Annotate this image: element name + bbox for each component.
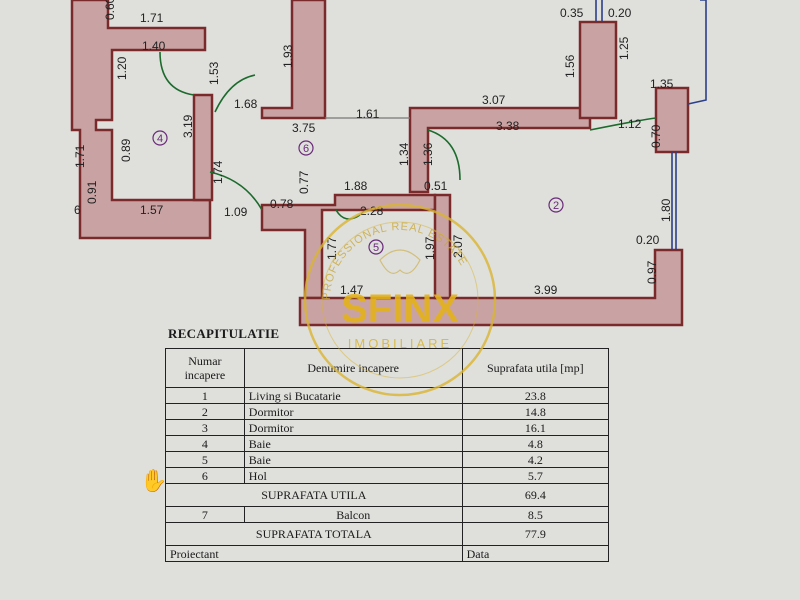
table-row: 6 Hol 5.7 xyxy=(165,467,610,484)
window-right xyxy=(687,0,707,105)
svg-text:2: 2 xyxy=(553,200,559,212)
window-top xyxy=(595,0,603,22)
recap-title: RECAPITULATIE xyxy=(168,326,280,341)
dimension-label: 1.88 xyxy=(344,179,368,193)
data-label: Data xyxy=(461,545,610,562)
dimension-label: 0.60 xyxy=(103,0,117,20)
table-row: 4 Baie 4.8 xyxy=(165,435,610,452)
svg-text:4: 4 xyxy=(157,133,163,145)
dimension-label: 3.38 xyxy=(496,119,520,133)
svg-text:5: 5 xyxy=(373,242,379,254)
svg-text:6: 6 xyxy=(303,143,309,155)
wall-bath4-right xyxy=(192,93,214,202)
dimension-label: 1.40 xyxy=(142,39,166,53)
dimension-label: 1.93 xyxy=(281,44,295,68)
dimension-label: 0.89 xyxy=(119,138,133,162)
dimension-label: 0.20 xyxy=(636,233,660,247)
dimension-label: 3.75 xyxy=(292,121,316,135)
dimension-label: 0.78 xyxy=(270,197,294,211)
suprafata-totala-label: SUPRAFATA TOTALA xyxy=(165,522,463,546)
dimension-label: 0.35 xyxy=(560,6,584,20)
header-area: Suprafata utila [mp] xyxy=(461,348,610,388)
dimension-label: 1.74 xyxy=(211,160,225,184)
suprafata-totala-value: 77.9 xyxy=(461,522,610,546)
dimension-label: 2.07 xyxy=(451,234,465,258)
wall-left-outer xyxy=(70,0,212,240)
room-label-4: 4 xyxy=(152,130,168,146)
dimension-label: 0.70 xyxy=(649,124,663,148)
dimension-label: 0.91 xyxy=(85,180,99,204)
door-arc xyxy=(159,51,195,96)
dimension-label: 0.20 xyxy=(608,6,632,20)
dimension-label: 1.71 xyxy=(140,11,164,25)
dimension-label: 1.97 xyxy=(423,236,437,260)
dimension-label: 0.77 xyxy=(297,170,311,194)
wall-hall-top xyxy=(260,0,327,120)
dimension-label: 2.28 xyxy=(360,204,384,218)
dimension-label: 3.07 xyxy=(482,93,506,107)
dimension-label: 0.51 xyxy=(424,179,448,193)
dimension-label: 1.80 xyxy=(659,198,673,222)
proiectant-label: Proiectant xyxy=(165,545,463,562)
wall-right-pillar xyxy=(654,86,690,154)
suprafata-utila-value: 69.4 xyxy=(461,483,610,507)
dimension-label: 1.77 xyxy=(325,236,339,260)
dimension-label: 1.34 xyxy=(397,142,411,166)
dimension-label: 1.20 xyxy=(115,56,129,80)
door-arc xyxy=(209,171,263,211)
dimension-label: 1.36 xyxy=(421,142,435,166)
table-row: 1 Living si Bucatarie 23.8 xyxy=(165,387,610,404)
table-header-row: Numar incapere Denumire incapere Suprafa… xyxy=(165,348,610,388)
footer-row: Proiectant Data xyxy=(165,545,610,562)
recap-table: Numar incapere Denumire incapere Suprafa… xyxy=(165,348,610,562)
table-row: 2 Dormitor 14.8 xyxy=(165,403,610,420)
dimension-label: 3.19 xyxy=(181,114,195,138)
door-arc xyxy=(427,129,461,181)
suprafata-utila-row: SUPRAFATA UTILA 69.4 xyxy=(165,483,610,507)
dimension-label: 3.99 xyxy=(534,283,558,297)
room-label-6: 6 xyxy=(298,140,314,156)
door-arc xyxy=(335,209,361,220)
room-label-5: 5 xyxy=(368,239,384,255)
table-row: 5 Baie 4.2 xyxy=(165,451,610,468)
hand-cursor-icon: ✋ xyxy=(140,468,168,493)
room-label-2: 2 xyxy=(548,197,564,213)
wall-right-top xyxy=(578,20,618,120)
door-arc xyxy=(214,74,256,113)
dimension-label: 6 xyxy=(74,203,81,217)
dimension-label: 1.56 xyxy=(563,54,577,78)
wall-bath5-right xyxy=(433,193,452,300)
dimension-label: 1.47 xyxy=(340,283,364,297)
dimension-label: 1.53 xyxy=(207,61,221,85)
dimension-label: 1.71 xyxy=(73,144,87,168)
balcon-row: 7 Balcon 8.5 xyxy=(165,506,610,523)
header-name: Denumire incapere xyxy=(243,348,463,388)
dimension-label: 1.12 xyxy=(618,117,642,131)
window-side xyxy=(671,152,677,250)
suprafata-utila-label: SUPRAFATA UTILA xyxy=(165,483,463,507)
dimension-label: 0.97 xyxy=(645,260,659,284)
dimension-label: 1.25 xyxy=(617,36,631,60)
dimension-label: 1.68 xyxy=(234,97,258,111)
suprafata-totala-row: SUPRAFATA TOTALA 77.9 xyxy=(165,522,610,546)
dimension-label: 1.35 xyxy=(650,77,674,91)
dimension-label: 1.57 xyxy=(140,203,164,217)
header-num: Numar incapere xyxy=(165,348,245,388)
dimension-label: 1.61 xyxy=(356,107,380,121)
table-row: 3 Dormitor 16.1 xyxy=(165,419,610,436)
door-arc xyxy=(589,117,657,131)
dimension-label: 1.09 xyxy=(224,205,248,219)
